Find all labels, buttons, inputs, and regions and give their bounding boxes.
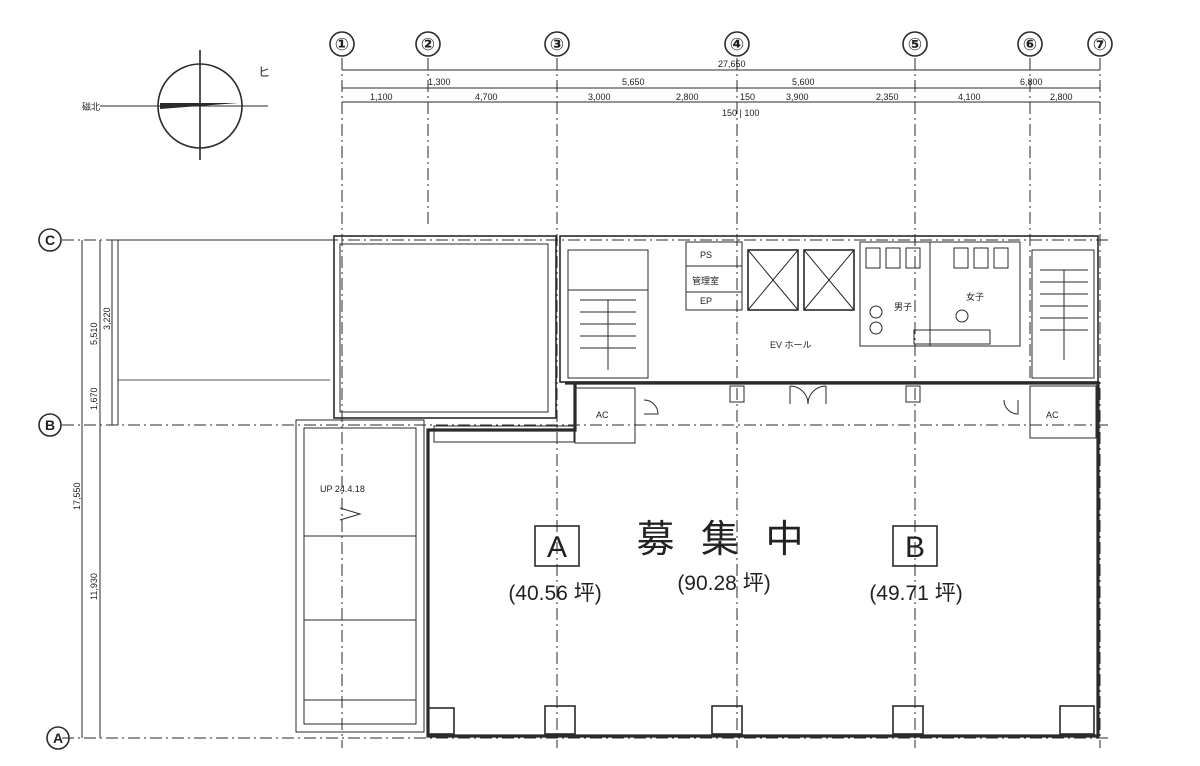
axis-bubble-col-3: ③ xyxy=(544,31,570,57)
axis-bubble-row-b: B xyxy=(38,413,62,437)
dim-left-4: 11,930 xyxy=(89,573,99,600)
svg-text:C: C xyxy=(45,232,55,248)
restrooms: 男子 女子 xyxy=(859,241,1021,347)
svg-text:B: B xyxy=(45,417,55,433)
dim-second-1: 4,700 xyxy=(475,92,498,102)
svg-text:A: A xyxy=(53,730,63,746)
axis-bubble-col-5: ⑤ xyxy=(902,31,928,57)
svg-text:②: ② xyxy=(421,35,435,54)
room-elevator-hall: EV ホール xyxy=(770,340,812,350)
dimension-lines-left: 5,510 3,220 1,670 17,550 11,930 xyxy=(72,240,113,738)
dim-second-7: 4,100 xyxy=(958,92,981,102)
dim-second-0: 1,100 xyxy=(370,92,393,102)
unit-b-label: B xyxy=(905,531,925,564)
leasing-status: 募 集 中 xyxy=(636,519,811,561)
dim-second-4: 150 xyxy=(740,92,755,102)
room-ac-1: AC xyxy=(596,410,609,420)
svg-text:⑦: ⑦ xyxy=(1093,35,1107,54)
svg-text:④: ④ xyxy=(730,35,744,54)
svg-text:①: ① xyxy=(335,35,349,54)
dim-overall: 27,650 xyxy=(718,59,746,69)
dim-top-0: 1,300 xyxy=(428,77,451,87)
stair-right xyxy=(1031,249,1095,379)
dim-second-2: 3,000 xyxy=(588,92,611,102)
svg-text:⑤: ⑤ xyxy=(908,35,922,54)
elevator-1 xyxy=(747,249,799,311)
axis-bubble-row-c: C xyxy=(38,228,62,252)
unit-b-area: (49.71 坪) xyxy=(869,582,962,605)
room-storage: 管理室 xyxy=(692,275,719,286)
dim-left-0: 5,510 xyxy=(89,322,99,345)
compass-label: 磁北 xyxy=(82,101,100,112)
dim-left-1: 3,220 xyxy=(102,307,112,330)
unit-b-box xyxy=(892,525,938,567)
axis-bubble-row-a: A xyxy=(46,726,70,750)
leasing-space-outline: AC AC xyxy=(426,381,1100,738)
room-female-wc: 女子 xyxy=(966,291,984,302)
adjacent-area: UP 24.4.18 xyxy=(117,235,557,733)
svg-text:③: ③ xyxy=(550,35,564,54)
column-axis-bubbles: ① ② ③ ④ ⑤ ⑥ ⑦ xyxy=(329,31,1113,57)
svg-text:⑥: ⑥ xyxy=(1023,35,1037,54)
dim-top-3: 6,800 xyxy=(1020,77,1043,87)
axis-bubble-col-1: ① xyxy=(329,31,355,57)
unit-a-box xyxy=(534,525,580,567)
axis-bubble-col-6: ⑥ xyxy=(1017,31,1043,57)
dim-left-3: 17,550 xyxy=(72,482,82,510)
total-area: (90.28 坪) xyxy=(677,572,770,595)
dim-second-5: 3,900 xyxy=(786,92,809,102)
unit-a-area: (40.56 坪) xyxy=(508,582,601,605)
axis-bubble-col-4: ④ xyxy=(724,31,750,57)
elevator-2 xyxy=(803,249,855,311)
stair-left xyxy=(567,249,649,379)
dim-top-1: 5,650 xyxy=(622,77,645,87)
leasing-labels: A (40.56 坪) 募 集 中 (90.28 坪) B (49.71 坪) xyxy=(508,519,962,605)
grid-lines xyxy=(62,58,1110,748)
building-core: PS 管理室 EP EV ホール 男子 xyxy=(559,235,1099,383)
axis-bubble-col-2: ② xyxy=(415,31,441,57)
room-ac-2: AC xyxy=(1046,410,1059,420)
room-ps: PS xyxy=(700,250,712,260)
dim-left-2: 1,670 xyxy=(89,387,99,410)
unit-a-label: A xyxy=(547,531,567,564)
compass-mark: ヒ xyxy=(258,65,270,79)
room-male-wc: 男子 xyxy=(894,302,912,312)
compass: 磁北 ヒ xyxy=(82,50,270,160)
axis-bubble-col-7: ⑦ xyxy=(1087,31,1113,57)
dim-top-2: 5,600 xyxy=(792,77,815,87)
dimension-lines-top: 27,650 1,300 5,650 5,600 6,800 1,100 4,7… xyxy=(342,59,1100,118)
north-arrow-icon xyxy=(160,103,238,109)
room-ep: EP xyxy=(700,296,712,306)
dim-second-8: 2,800 xyxy=(1050,92,1073,102)
svg-text:UP 24.4.18: UP 24.4.18 xyxy=(320,484,365,494)
row-axis-bubbles: C B A xyxy=(38,228,70,750)
dim-second-6: 2,350 xyxy=(876,92,899,102)
dim-small: 150 | 100 xyxy=(722,108,759,118)
dim-second-3: 2,800 xyxy=(676,92,699,102)
